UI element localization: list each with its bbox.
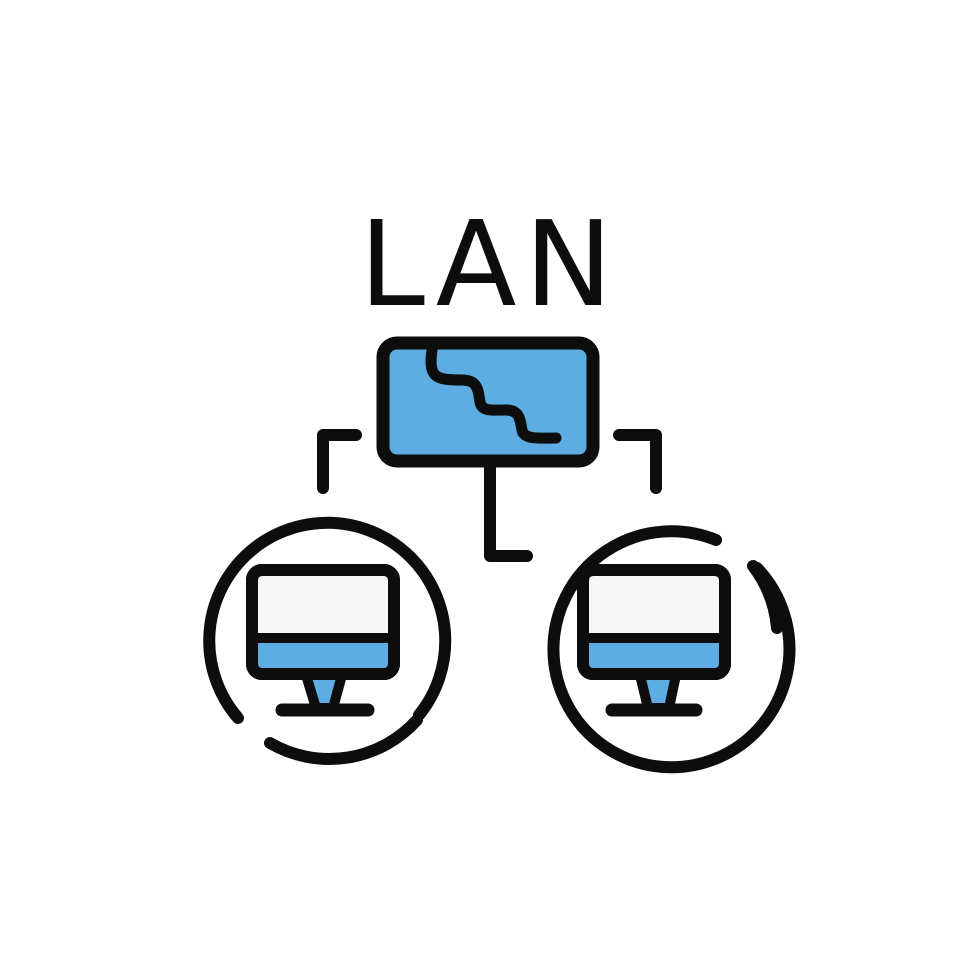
computer-monitor-icon	[203, 516, 452, 766]
computer-monitor-icon	[547, 525, 796, 774]
lan-label: LAN	[359, 195, 620, 333]
server-board-icon	[376, 336, 600, 468]
network-connectors	[317, 429, 662, 562]
